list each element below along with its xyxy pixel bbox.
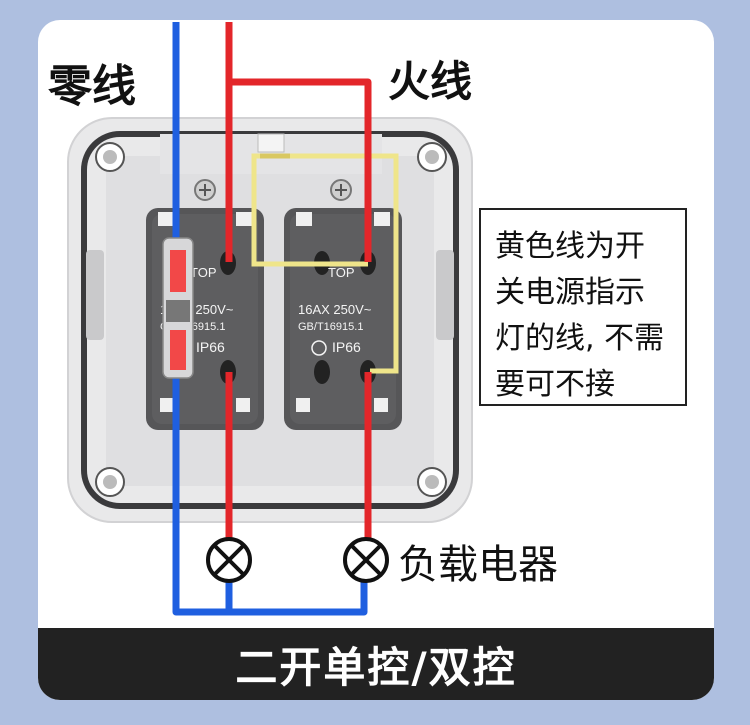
ip-mark-left: IP66: [196, 339, 225, 355]
indicator-note-box: 黄色线为开 关电源指示 灯的线, 不需 要可不接: [479, 208, 687, 406]
load-symbol-right: [343, 537, 389, 583]
ccc-mark-icon: [311, 340, 327, 356]
wire-connector: [162, 237, 194, 379]
brand-mark-left: TOP: [190, 265, 217, 280]
load-label: 负载电器: [398, 542, 558, 588]
live-wire-label: 火线: [388, 57, 473, 106]
note-line: 要可不接: [495, 367, 615, 402]
indicator-wire: [251, 153, 399, 374]
rating-mark-right: 16AX 250V~: [298, 302, 372, 317]
diagram-title: 二开单控/双控: [235, 642, 517, 692]
switch-panel: [67, 117, 473, 523]
note-line: 关电源指示: [495, 275, 645, 310]
note-line: 黄色线为开: [495, 229, 645, 264]
brand-mark-right: TOP: [328, 265, 355, 280]
note-line: 灯的线, 不需: [495, 321, 665, 356]
neutral-wire-label: 零线: [48, 61, 136, 112]
ip-mark-right: IP66: [332, 339, 361, 355]
standard-mark-right: GB/T16915.1: [298, 321, 363, 333]
live-wire: [225, 22, 372, 538]
load-symbol-left: [206, 537, 252, 583]
title-bar: 二开单控/双控: [38, 628, 714, 700]
switch-module-right: TOP 16AX 250V~ GB/T16915.1 IP66: [284, 179, 402, 430]
mounting-screw-holes: [95, 142, 447, 497]
